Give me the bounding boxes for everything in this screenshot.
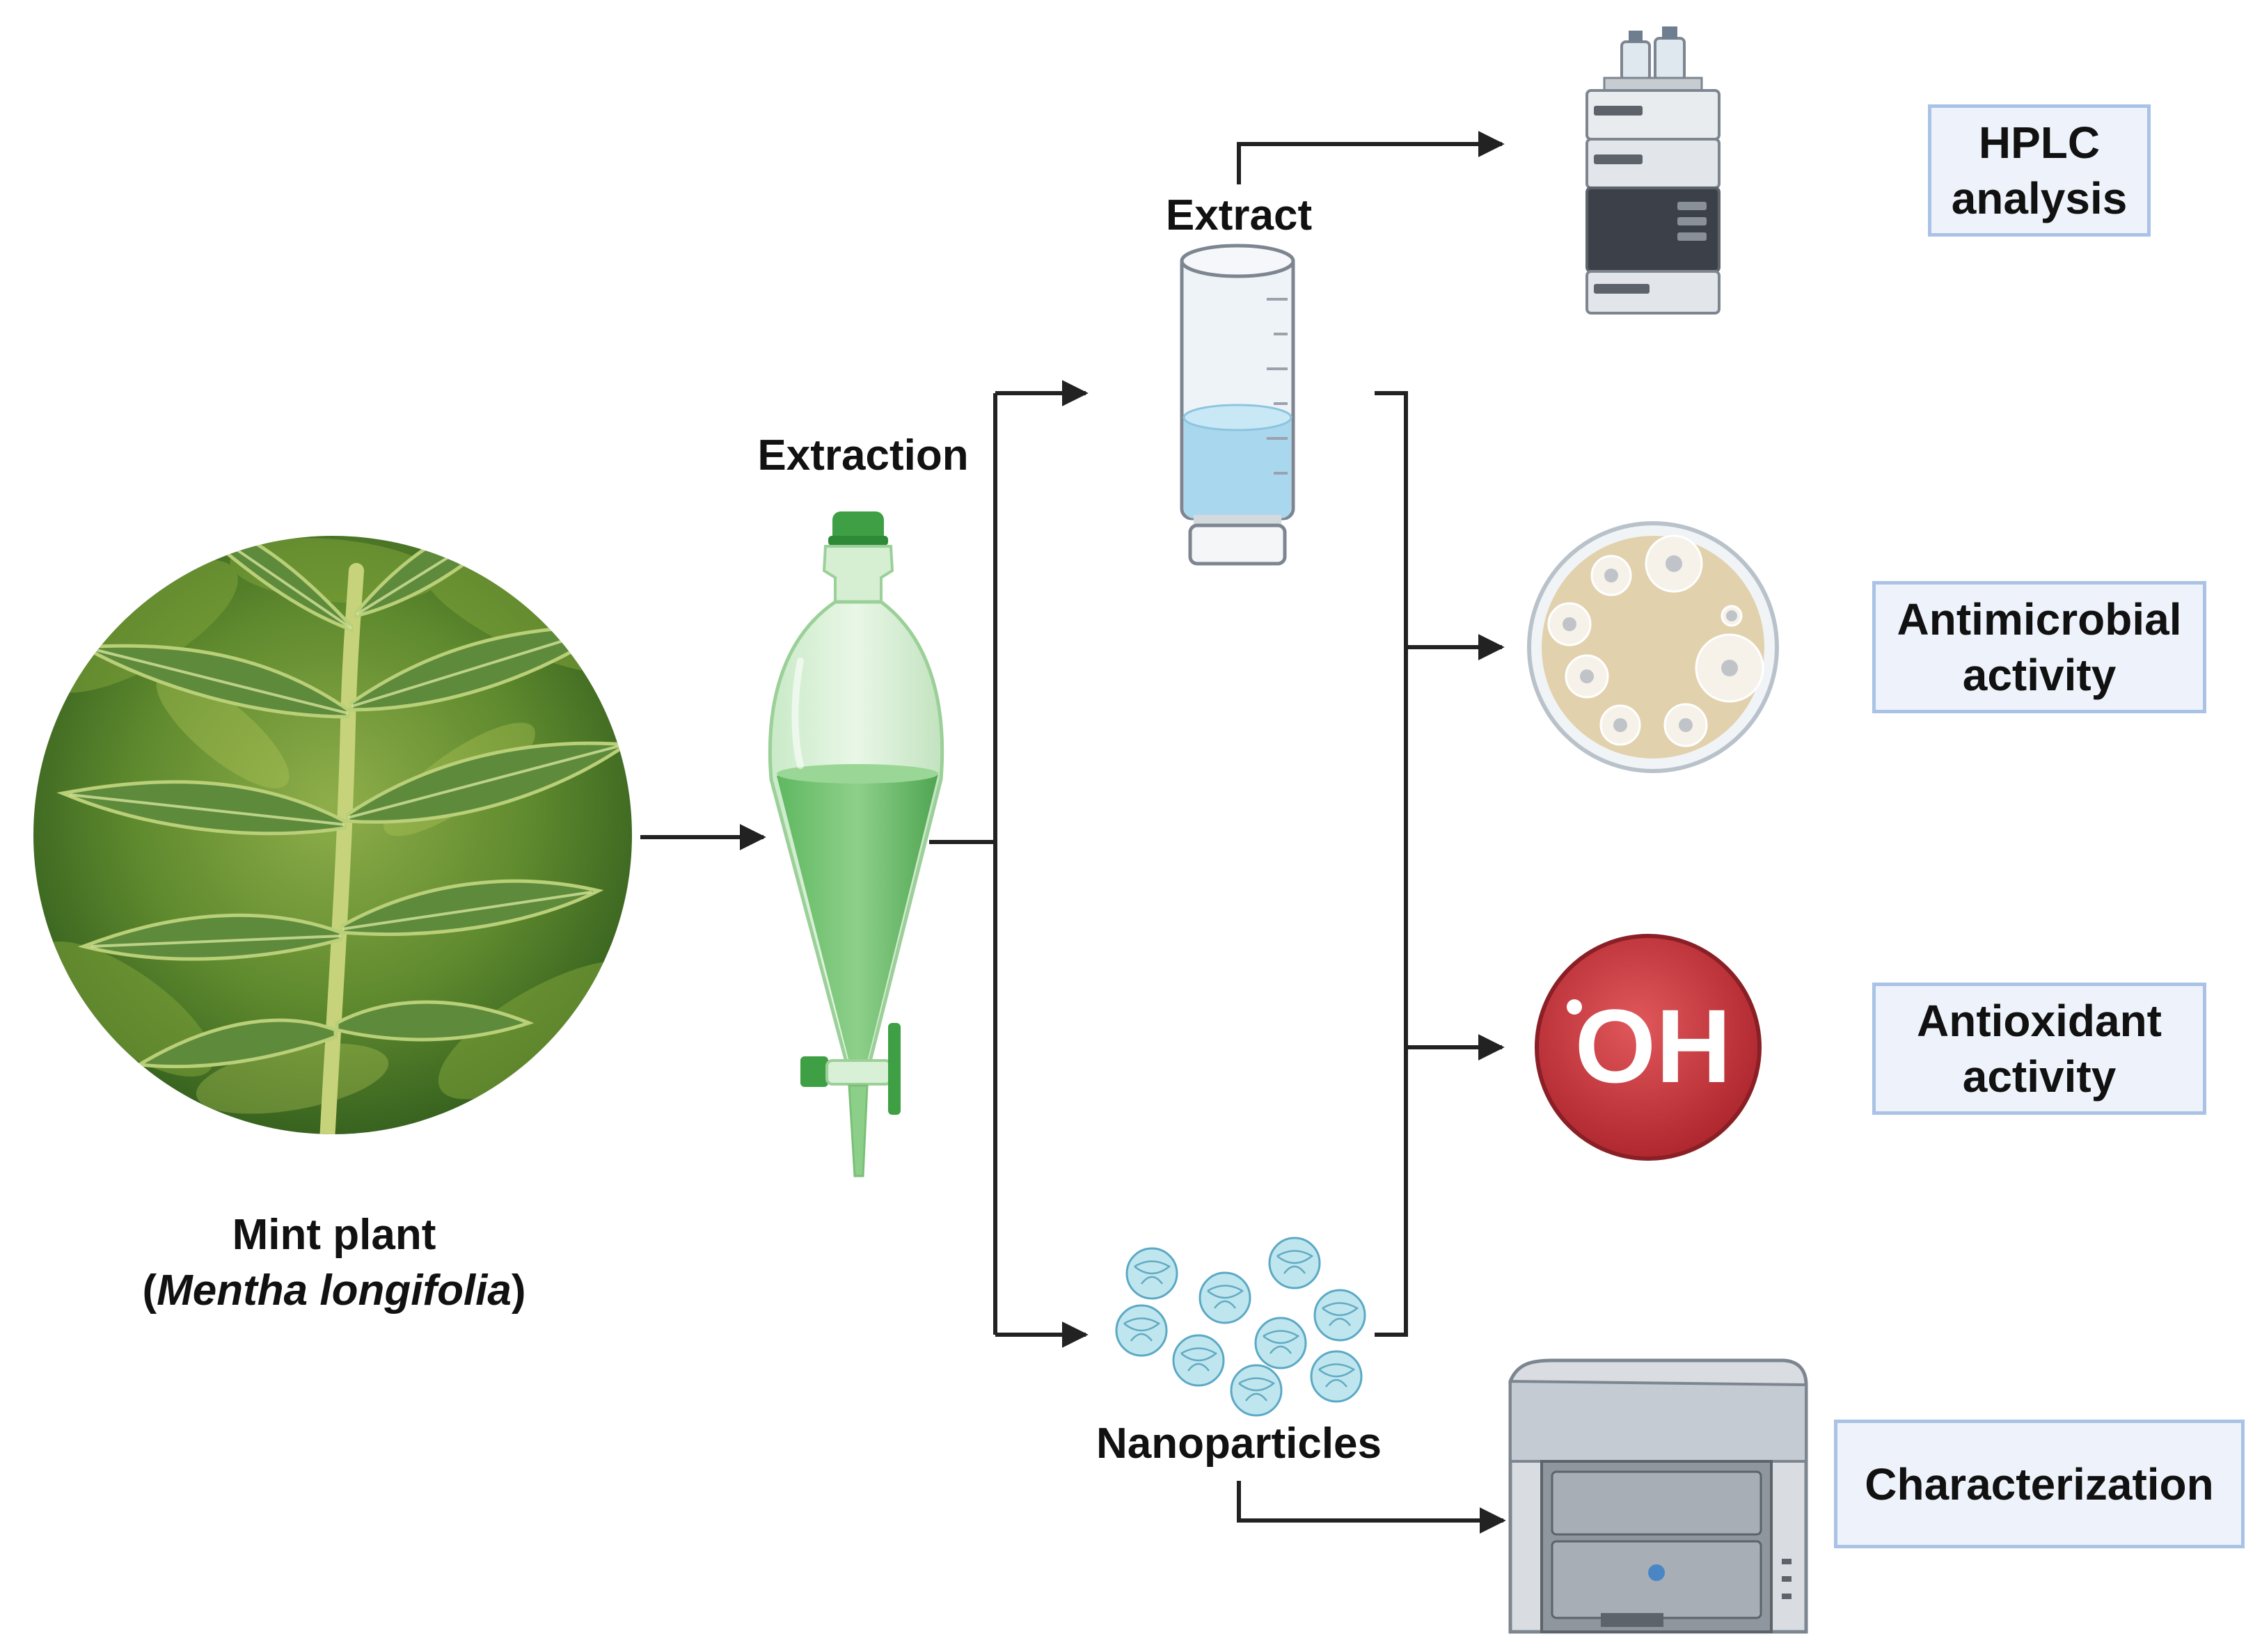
extraction-label: Extraction — [757, 431, 969, 479]
plant-paren-close: ) — [511, 1266, 526, 1315]
antioxidant-line-1: Antioxidant — [1917, 996, 2162, 1046]
extract-bottle-icon — [1180, 244, 1295, 566]
bracket-right — [1375, 391, 1408, 1337]
analyzer-instrument-icon — [1508, 1358, 1808, 1634]
nanoparticles-icon — [1115, 1237, 1366, 1417]
plant-scientific-name-line: (Mentha longifolia) — [125, 1263, 543, 1319]
hplc-instrument-icon — [1585, 26, 1721, 315]
branch-funnel — [929, 393, 997, 1335]
mint-plant-photo — [33, 536, 632, 1134]
hplc-analysis-box: HPLC analysis — [1928, 104, 2151, 237]
plant-paren-open: ( — [142, 1266, 157, 1315]
characterization-line-1: Characterization — [1865, 1459, 2214, 1509]
hydroxyl-radical-icon: OH — [1535, 934, 1762, 1161]
arrow-extract-to-hplc — [1237, 131, 1505, 184]
hplc-line-2: analysis — [1951, 173, 2128, 223]
nanoparticles-label: Nanoparticles — [1096, 1420, 1382, 1468]
antimicrobial-activity-box: Antimicrobial activity — [1872, 581, 2206, 713]
connector-lines — [640, 131, 1506, 1534]
plant-species: Mentha longifolia — [157, 1266, 512, 1315]
extract-label: Extract — [1165, 191, 1313, 239]
plant-common-name: Mint plant — [232, 1211, 436, 1259]
arrow-nano-to-characterization — [1237, 1481, 1506, 1534]
characterization-box: Characterization — [1834, 1420, 2245, 1548]
hplc-line-1: HPLC — [1978, 118, 2101, 168]
radical-dot — [1567, 999, 1582, 1015]
plant-label: Mint plant (Mentha longifolia) — [125, 1207, 543, 1319]
antimicrobial-line-2: activity — [1962, 650, 2117, 700]
antimicrobial-line-1: Antimicrobial — [1897, 594, 2182, 644]
petri-dish-icon — [1527, 521, 1779, 773]
antioxidant-activity-box: Antioxidant activity — [1872, 983, 2206, 1115]
oh-symbol: OH — [1575, 987, 1732, 1104]
separatory-funnel-icon — [768, 511, 944, 1177]
antioxidant-line-2: activity — [1962, 1051, 2117, 1102]
